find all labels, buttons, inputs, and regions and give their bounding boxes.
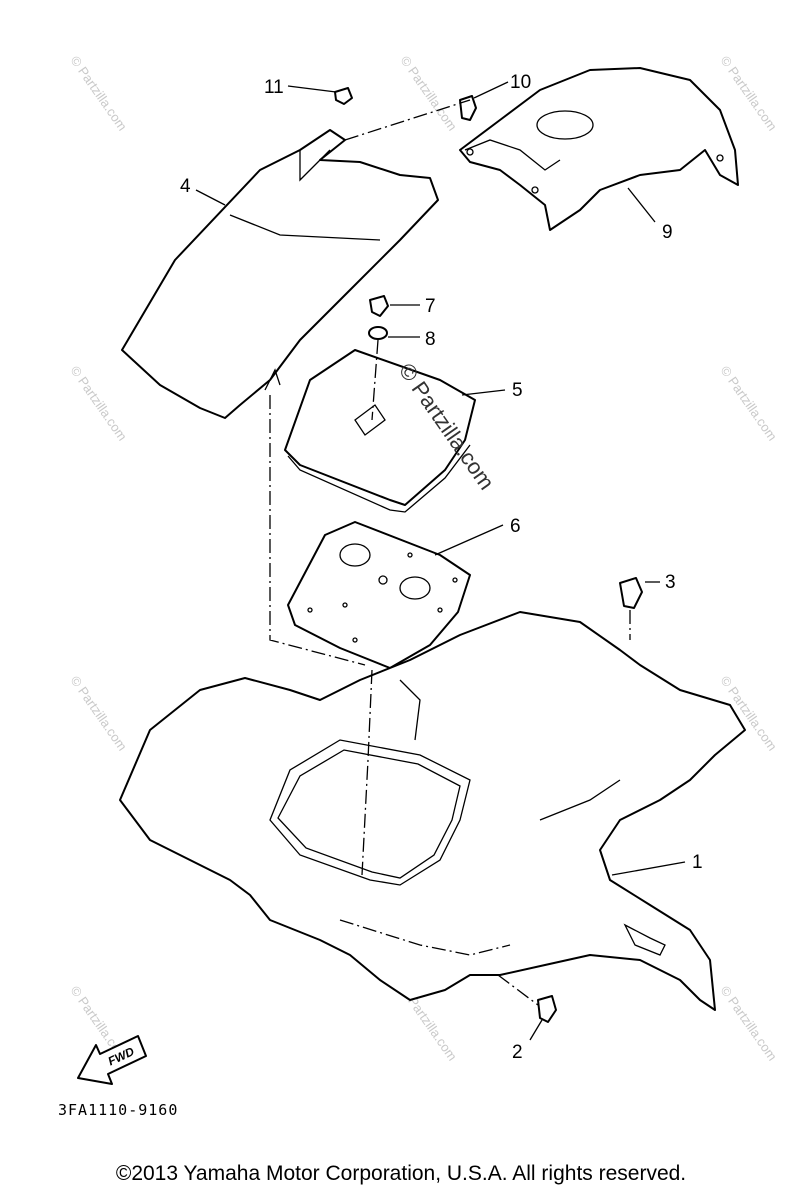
part-1-fender [119, 611, 746, 1011]
watermark: © Partzilla.com [718, 53, 781, 133]
callout-6: 6 [510, 516, 521, 537]
part-5-cap [284, 349, 476, 513]
callout-3: 3 [665, 572, 676, 593]
watermark: © Partzilla.com [718, 983, 781, 1063]
part-4-flap [121, 129, 439, 419]
watermark: © Partzilla.com [68, 363, 131, 443]
washer-8 [368, 326, 388, 340]
callout-labels: 11 10 4 9 7 8 5 6 3 1 2 [180, 72, 703, 1063]
watermark: © Partzilla.com [718, 363, 781, 443]
assembly-lines [269, 99, 631, 1006]
callout-1: 1 [692, 852, 703, 873]
exploded-view-drawing: © Partzilla.com © Partzilla.com © Partzi… [58, 53, 781, 1119]
watermark: © Partzilla.com [398, 53, 461, 133]
diagram-code: 3FA1110-9160 [58, 1101, 178, 1119]
screw-7 [369, 295, 389, 317]
bolt-3 [619, 577, 643, 609]
callout-11: 11 [264, 77, 284, 98]
callout-8: 8 [425, 329, 436, 350]
part-9-cover [459, 67, 739, 231]
bolt-11 [334, 87, 353, 105]
callout-7: 7 [425, 296, 436, 317]
copyright-notice: ©2013 Yamaha Motor Corporation, U.S.A. A… [115, 1162, 687, 1185]
leader-lines [195, 81, 686, 1041]
bolt-2 [537, 995, 557, 1023]
watermark: © Partzilla.com [68, 53, 131, 133]
fastener-10 [459, 95, 477, 121]
callout-5: 5 [512, 380, 523, 401]
callout-10: 10 [510, 72, 531, 93]
callout-4: 4 [180, 176, 191, 197]
hardware [334, 87, 643, 1023]
callout-9: 9 [662, 222, 673, 243]
part-6-plate [287, 521, 471, 669]
callout-2: 2 [512, 1042, 523, 1063]
watermark: © Partzilla.com [68, 673, 131, 753]
